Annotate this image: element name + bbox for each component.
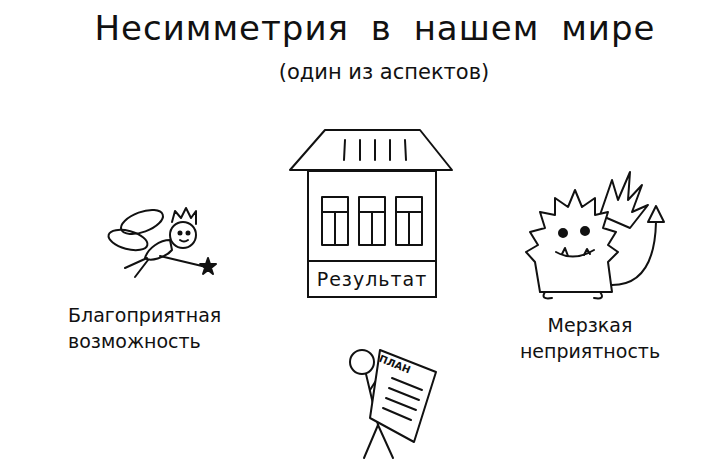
subtitle: (один из аспектов) [0, 58, 718, 86]
fairy [106, 205, 216, 277]
caption-trouble: Мерзкая неприятность [500, 313, 680, 364]
house-roof [290, 130, 452, 170]
monster [526, 172, 664, 298]
house-windows [322, 197, 422, 245]
node-label: Результат [309, 260, 435, 296]
caption-opportunity: Благоприятная возможность [68, 303, 258, 354]
diagram-title: Несимметрия в нашем мире [0, 8, 718, 48]
plan-text: ПЛАН [377, 352, 412, 377]
house-body: Результат [307, 170, 437, 298]
stick-man [350, 350, 436, 458]
